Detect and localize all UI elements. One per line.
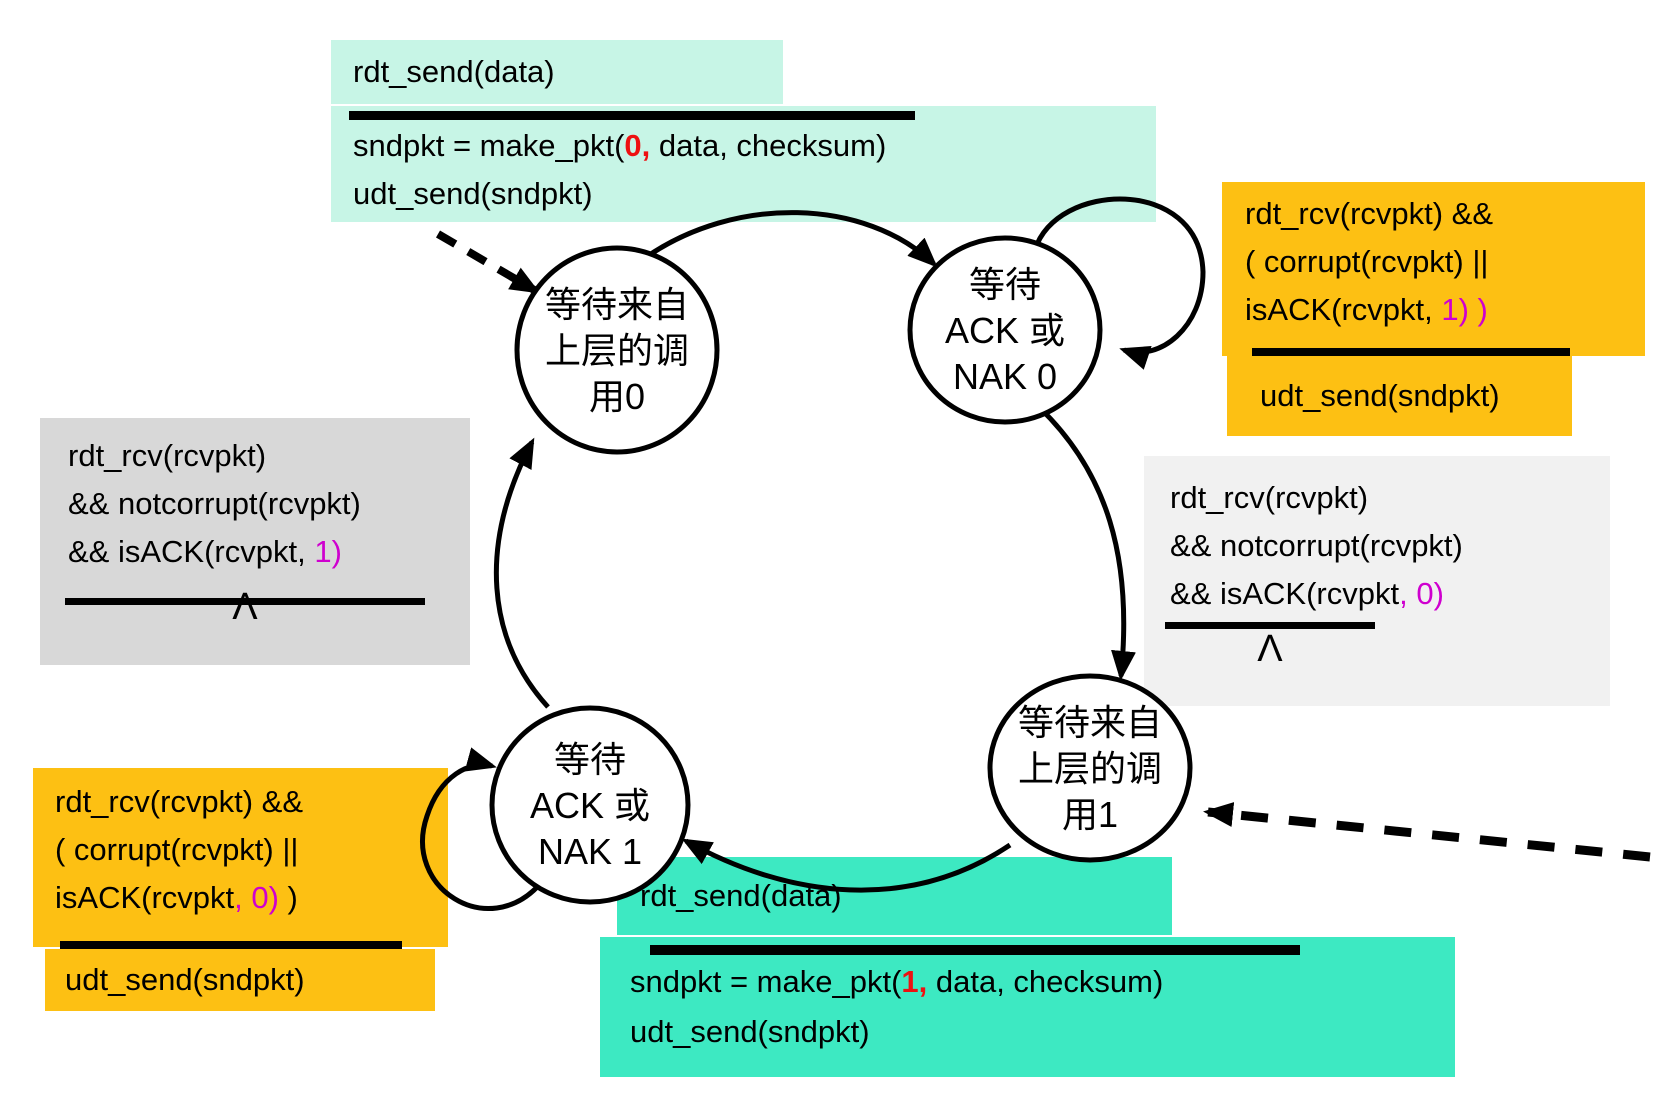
state-circle-wait-ack-nak-0	[907, 235, 1103, 425]
resend0-line3-pre: isACK(rcvpkt,	[1245, 292, 1442, 327]
resend1-action-box: udt_send(sndpkt)	[45, 949, 435, 1011]
state-label-wait-ack-nak-1: 等待 ACK 或 NAK 1	[529, 739, 651, 872]
ack0-ok-line1-text: rdt_rcv(rcvpkt)	[1170, 480, 1369, 515]
transition-call1-to-waitack1	[681, 838, 1012, 893]
send1-action-line1: sndpkt = make_pkt(1, data, checksum)	[630, 957, 1455, 1007]
send1-action-pre: sndpkt = make_pkt(	[630, 964, 902, 999]
send1-divider-line	[650, 945, 1300, 955]
ack0-ok-line3: && isACK(rcvpkt, 0)	[1170, 570, 1610, 618]
resend1-line3-num: , 0)	[234, 880, 279, 915]
ack0-ok-line3-pre: && isACK(rcvpkt	[1170, 576, 1400, 611]
send1-action-line2: udt_send(sndpkt)	[630, 1007, 1455, 1057]
ack1-ok-box: rdt_rcv(rcvpkt) && notcorrupt(rcvpkt) &&…	[40, 418, 470, 665]
send1-action2: udt_send(sndpkt)	[630, 1014, 870, 1049]
ack1-ok-line2: && notcorrupt(rcvpkt)	[68, 480, 470, 528]
resend0-action-label: udt_send(sndpkt)	[1260, 378, 1500, 413]
resend0-line2: ( corrupt(rcvpkt) ||	[1245, 238, 1645, 286]
send0-action-line1: sndpkt = make_pkt(0, data, checksum)	[353, 122, 1156, 170]
resend0-line1-text: rdt_rcv(rcvpkt) &&	[1245, 196, 1494, 231]
state-label-wait-ack-nak-0: 等待 ACK 或 NAK 0	[944, 264, 1066, 397]
ack1-ok-line1-text: rdt_rcv(rcvpkt)	[68, 438, 267, 473]
resend0-line3-num: 1) )	[1441, 292, 1488, 327]
resend1-line1-text: rdt_rcv(rcvpkt) &&	[55, 784, 304, 819]
ack0-ok-lambda: Λ	[1257, 628, 1283, 670]
send0-action-box: sndpkt = make_pkt(0, data, checksum) udt…	[331, 106, 1156, 222]
send0-action-line2: udt_send(sndpkt)	[353, 170, 1156, 218]
ack1-ok-line3-num: 1)	[314, 534, 342, 569]
resend1-line1: rdt_rcv(rcvpkt) &&	[55, 778, 448, 826]
state-label-wait-call-1: 等待来自 上层的调 用1	[1017, 702, 1162, 835]
transition-call0-to-waitack0	[643, 210, 938, 268]
ack0-ok-line1: rdt_rcv(rcvpkt)	[1170, 474, 1610, 522]
resend1-line3-post: )	[278, 880, 298, 915]
resend1-action-label: udt_send(sndpkt)	[65, 962, 305, 997]
resend1-line2: ( corrupt(rcvpkt) ||	[55, 826, 448, 874]
resend1-line3: isACK(rcvpkt, 0) )	[55, 874, 448, 922]
resend0-line1: rdt_rcv(rcvpkt) &&	[1245, 190, 1645, 238]
send0-event-label: rdt_send(data)	[353, 54, 555, 89]
state-circle-wait-call-0	[514, 245, 720, 455]
self-loop-waitack1	[420, 747, 542, 911]
ack1-ok-line3: && isACK(rcvpkt, 1)	[68, 528, 470, 576]
ack1-ok-line2-text: && notcorrupt(rcvpkt)	[68, 486, 361, 521]
self-loop-waitack0	[1032, 196, 1206, 370]
ack1-ok-line3-pre: && isACK(rcvpkt,	[68, 534, 315, 569]
send0-divider-line	[349, 111, 915, 120]
state-circle-wait-ack-nak-1	[489, 705, 691, 905]
state-label-wait-call-0: 等待来自 上层的调 用0	[544, 284, 689, 417]
send1-seq-num: 1,	[901, 964, 928, 999]
resend1-divider-line	[60, 941, 402, 949]
state-circle-wait-call-1	[987, 673, 1193, 863]
resend1-line3-pre: isACK(rcvpkt	[55, 880, 235, 915]
ack0-ok-divider-line	[1165, 622, 1375, 629]
resend1-line2-text: ( corrupt(rcvpkt) ||	[55, 832, 299, 867]
send0-action2: udt_send(sndpkt)	[353, 176, 593, 211]
transition-waitack1-to-call0	[493, 437, 550, 709]
ack0-ok-line3-num: , 0)	[1399, 576, 1444, 611]
initial-state-dashed-arrow	[435, 230, 541, 295]
resend1-condition-box: rdt_rcv(rcvpkt) && ( corrupt(rcvpkt) || …	[33, 768, 448, 947]
ack1-ok-lambda: Λ	[232, 586, 258, 628]
send0-seq-num: 0,	[624, 128, 651, 163]
transition-waitack0-to-call1	[1038, 406, 1136, 681]
ack1-ok-line1: rdt_rcv(rcvpkt)	[68, 432, 470, 480]
resend0-line2-text: ( corrupt(rcvpkt) ||	[1245, 244, 1489, 279]
resend0-condition-box: rdt_rcv(rcvpkt) && ( corrupt(rcvpkt) || …	[1222, 182, 1645, 356]
ack0-ok-box: rdt_rcv(rcvpkt) && notcorrupt(rcvpkt) &&…	[1144, 456, 1610, 706]
entry-dashed-arrow-right	[1203, 802, 1651, 862]
send0-event-box: rdt_send(data)	[331, 40, 783, 104]
resend0-divider-line	[1252, 348, 1570, 356]
resend0-line3: isACK(rcvpkt, 1) )	[1245, 286, 1645, 334]
send1-action-box: sndpkt = make_pkt(1, data, checksum) udt…	[600, 937, 1455, 1077]
ack0-ok-line2: && notcorrupt(rcvpkt)	[1170, 522, 1610, 570]
send0-action-post: data, checksum)	[650, 128, 887, 163]
send0-action-pre: sndpkt = make_pkt(	[353, 128, 625, 163]
send1-event-box: rdt_send(data)	[617, 857, 1172, 935]
resend0-action-box: udt_send(sndpkt)	[1227, 356, 1572, 436]
ack1-ok-divider-line	[65, 598, 425, 605]
send1-action-post: data, checksum)	[927, 964, 1164, 999]
ack0-ok-line2-text: && notcorrupt(rcvpkt)	[1170, 528, 1463, 563]
